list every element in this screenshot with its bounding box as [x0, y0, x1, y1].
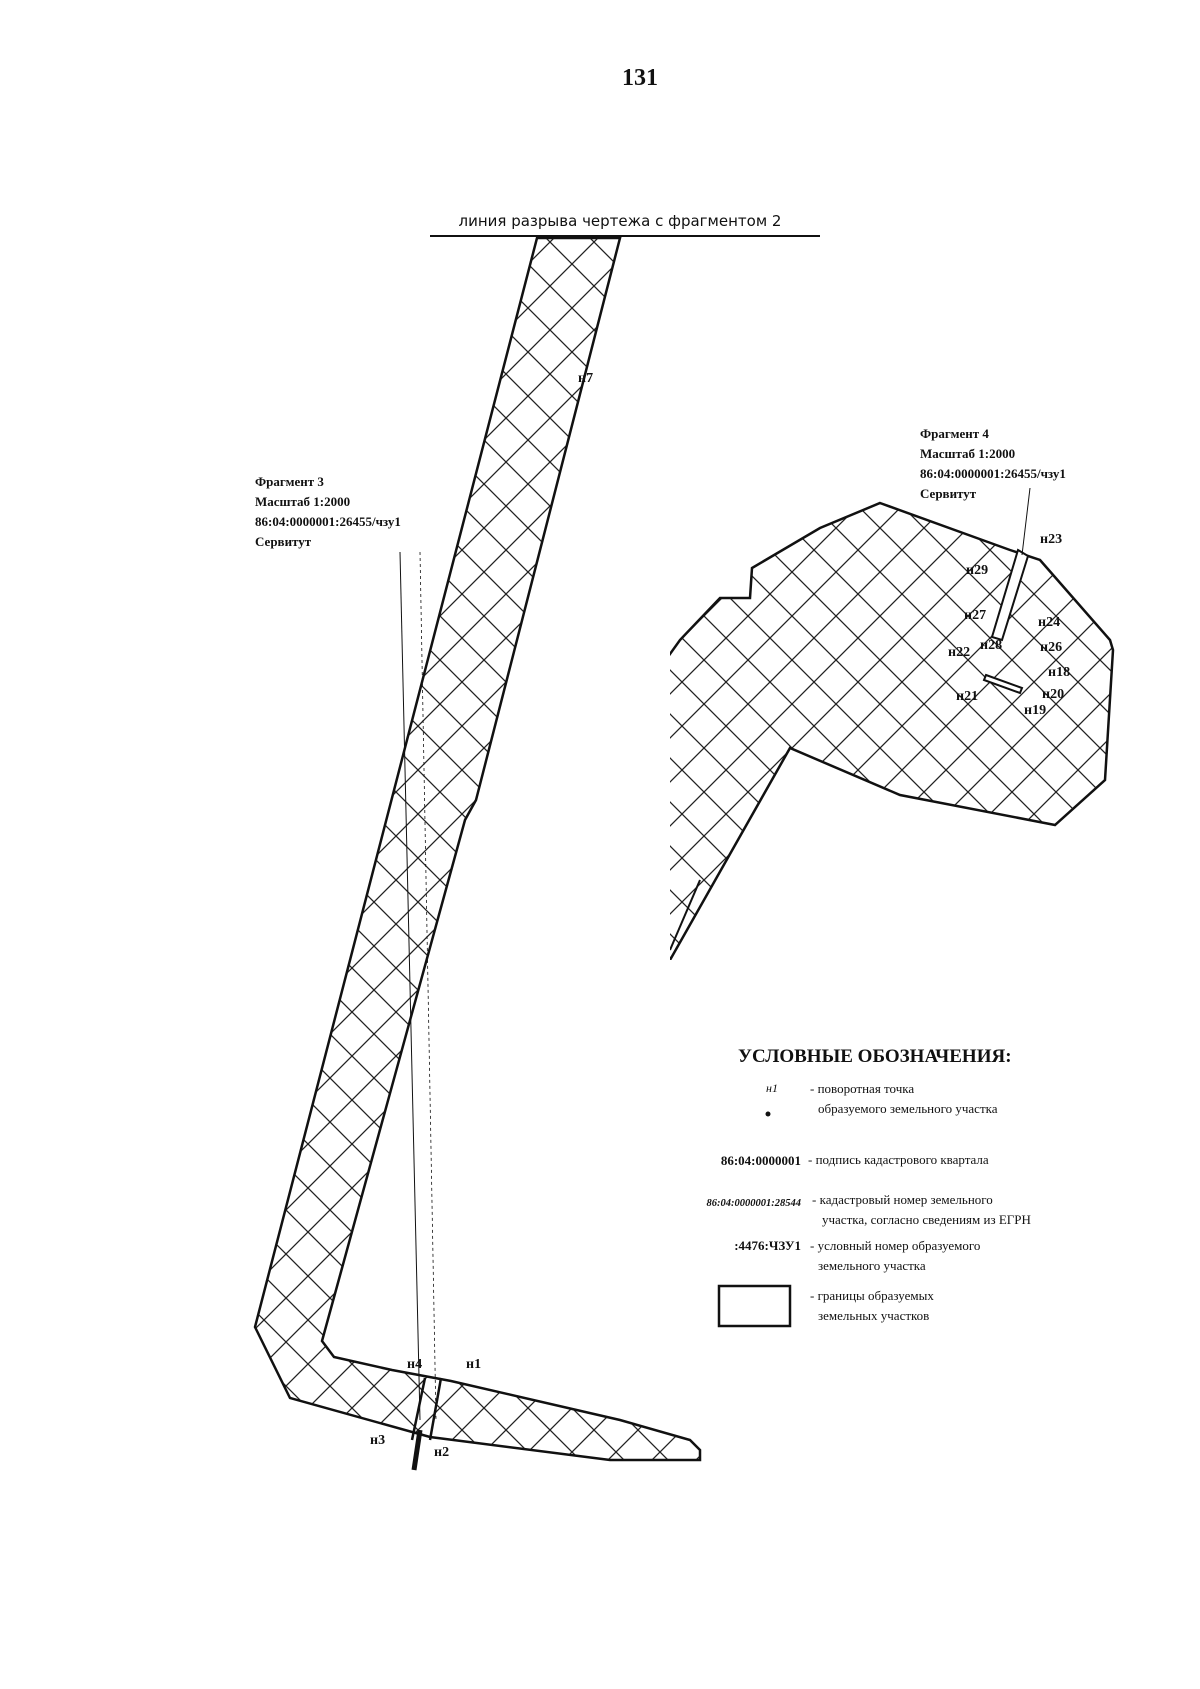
fragment-3-leader: [399, 551, 421, 1421]
point-label-n4: н4: [407, 1357, 422, 1372]
svg-text:86:04:0000001:26455/чзу1: 86:04:0000001:26455/чзу1: [920, 466, 1066, 481]
fragment-4-leader: [1021, 487, 1031, 556]
svg-text:земельного участка: земельного участка: [818, 1258, 926, 1273]
legend-symbol-cadastral-number: 86:04:0000001:28544: [707, 1198, 802, 1209]
svg-text:- подпись кадастрового квартал: - подпись кадастрового квартала: [808, 1152, 989, 1167]
legend-symbol-conditional-number: :4476:ЧЗУ1: [734, 1238, 801, 1253]
fragment-3-leader-2: [419, 551, 437, 1421]
svg-text:земельных участков: земельных участков: [818, 1308, 929, 1323]
legend: УСЛОВНЫЕ ОБОЗНАЧЕНИЯ: н1 - поворотная то…: [707, 1046, 1031, 1328]
svg-text:Фрагмент 3: Фрагмент 3: [255, 474, 324, 489]
point-label-n7: н7: [578, 371, 593, 386]
svg-text:Масштаб 1:2000: Масштаб 1:2000: [920, 446, 1015, 461]
svg-text:Сервитут: Сервитут: [920, 486, 977, 501]
servitude-line-n4-n3: [410, 1377, 427, 1441]
svg-text:- поворотная точка: - поворотная точка: [810, 1081, 914, 1096]
legend-symbol-point: н1: [766, 1081, 778, 1095]
servitude-strip-n23-n26: [990, 548, 1030, 642]
servitude-stub: [411, 1429, 423, 1471]
point-label-n2: н2: [434, 1445, 449, 1460]
svg-text:- условный номер образуемого: - условный номер образуемого: [810, 1238, 980, 1253]
point-label-n3: н3: [370, 1433, 385, 1448]
point-label-n1: н1: [466, 1357, 481, 1372]
page-number: 131: [622, 65, 658, 91]
legend-title: УСЛОВНЫЕ ОБОЗНАЧЕНИЯ:: [738, 1046, 1012, 1067]
svg-text:Масштаб 1:2000: Масштаб 1:2000: [255, 494, 350, 509]
svg-text:- границы образуемых: - границы образуемых: [810, 1288, 934, 1303]
svg-text:Сервитут: Сервитут: [255, 534, 312, 549]
legend-boundary-swatch: [717, 1284, 792, 1328]
point-label-n24: н24: [1038, 615, 1060, 630]
point-label-n19: н19: [1024, 703, 1046, 718]
point-label-n20: н20: [1042, 687, 1064, 702]
servitude-strip-n18-n22: [982, 673, 1024, 695]
legend-symbol-quarter: 86:04:0000001: [721, 1153, 801, 1168]
svg-text:Фрагмент 4: Фрагмент 4: [920, 426, 989, 441]
point-label-n29: н29: [966, 563, 988, 578]
point-label-n27: н27: [964, 608, 986, 623]
point-label-n22: н22: [948, 645, 970, 660]
fragment-4-caption: Фрагмент 4 Масштаб 1:2000 86:04:0000001:…: [920, 426, 1066, 501]
svg-text:- кадастровый номер земельного: - кадастровый номер земельного: [812, 1192, 993, 1207]
svg-text:86:04:0000001:26455/чзу1: 86:04:0000001:26455/чзу1: [255, 514, 401, 529]
fragment-3-parcel: [253, 236, 702, 1462]
fragment-4-parcel: [670, 501, 1115, 960]
svg-text:образуемого земельного участка: образуемого земельного участка: [818, 1101, 998, 1116]
point-label-n28: н28: [980, 638, 1002, 653]
break-line-label: линия разрыва чертежа с фрагментом 2: [459, 212, 782, 230]
point-label-n18: н18: [1048, 665, 1070, 680]
svg-text:участка, согласно сведениям из: участка, согласно сведениям из ЕГРН: [822, 1212, 1031, 1227]
point-label-n21: н21: [956, 689, 978, 704]
point-label-n23: н23: [1040, 532, 1062, 547]
point-label-n26: н26: [1040, 640, 1062, 655]
servitude-line-n1-n2: [428, 1377, 443, 1441]
legend-point-dot: [765, 1111, 771, 1117]
fragment-3-caption: Фрагмент 3 Масштаб 1:2000 86:04:0000001:…: [255, 474, 401, 549]
